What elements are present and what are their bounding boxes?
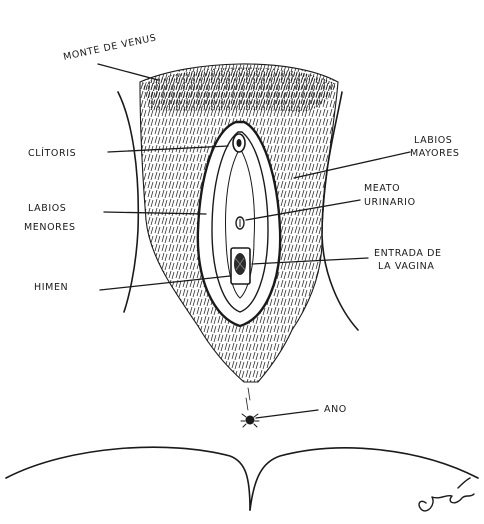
label-entrada-2: LA VAGINA [378, 261, 434, 272]
label-monte-de-venus: MONTE DE VENUS [62, 32, 157, 62]
label-meato-2: URINARIO [364, 197, 416, 208]
anus-shape [241, 388, 259, 427]
vaginal-opening-shape [231, 248, 250, 284]
label-labios-mayores-1: LABIOS [414, 135, 452, 146]
clitoris-shape [233, 134, 245, 152]
label-himen: HIMEN [34, 282, 68, 293]
artist-signature [419, 478, 474, 511]
label-meato-1: MEATO [364, 183, 400, 194]
label-ano: ANO [324, 404, 347, 415]
label-labios-menores-1: LABIOS [28, 203, 66, 214]
urethral-meatus-shape [236, 217, 244, 229]
label-labios-menores-2: MENORES [24, 222, 76, 233]
label-clitoris: CLÍTORIS [28, 147, 76, 159]
label-labios-mayores-2: MAYORES [410, 148, 460, 159]
label-entrada-1: ENTRADA DE [374, 248, 442, 259]
